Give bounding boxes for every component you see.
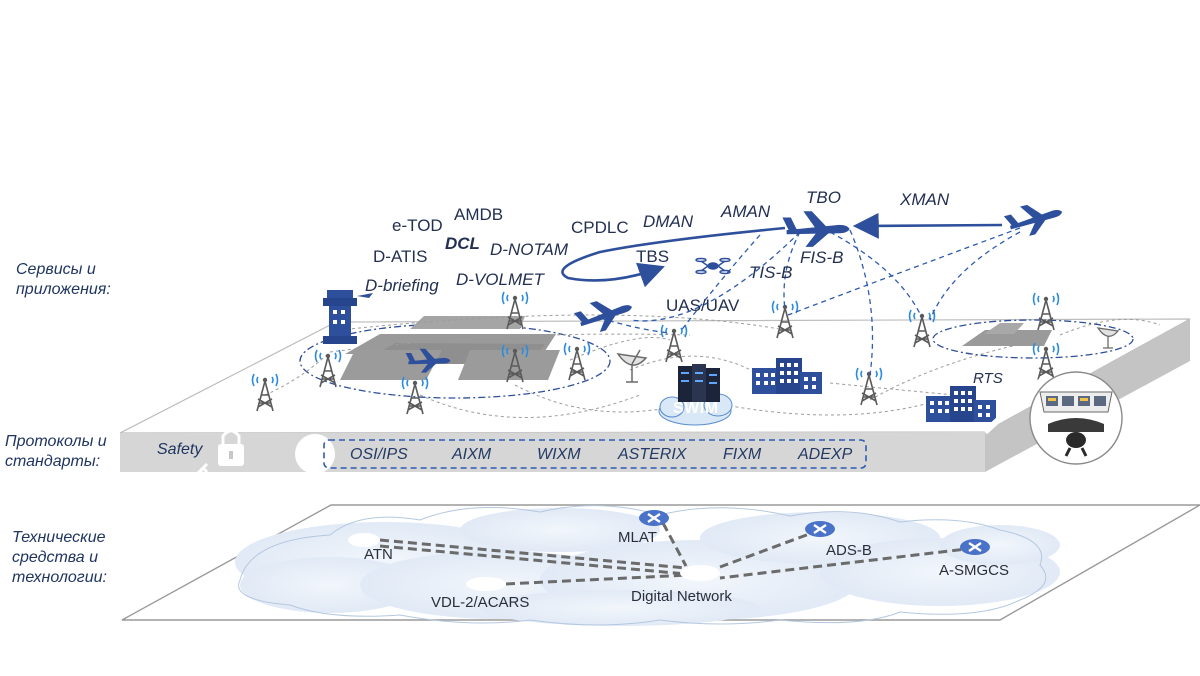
protocol-adexp: ADEXP xyxy=(798,446,853,463)
technology-links xyxy=(379,522,976,586)
protocol-osi-ips: OSI/IPS xyxy=(350,446,408,463)
services-section-label: Сервисы и приложения: xyxy=(16,260,111,300)
rts-label: RTS xyxy=(973,370,1003,387)
uas-uav-label: UAS/UAV xyxy=(666,296,740,315)
cpdlc-label: CPDLC xyxy=(571,218,629,237)
airplane-icon-tbo xyxy=(782,211,850,247)
tbo-label: TBO xyxy=(806,188,841,207)
safety-label: Safety xyxy=(157,441,203,458)
d-atis-label: D-ATIS xyxy=(373,247,428,266)
tis-b-label: TIS-B xyxy=(749,263,793,282)
vdl2-acars-label: VDL-2/ACARS xyxy=(431,594,530,611)
technical-label-line3: технологии: xyxy=(12,569,107,586)
server-rack-icon xyxy=(678,364,720,402)
protocol-aixm: AIXM xyxy=(452,446,492,463)
a-smgcs-node-icon xyxy=(958,537,992,557)
d-volmet-label: D-VOLMET xyxy=(456,270,544,289)
atn-label: ATN xyxy=(364,546,393,563)
lock-icon xyxy=(195,429,244,477)
technical-label-line1: Технические xyxy=(12,529,106,546)
technical-label-line2: средства и xyxy=(12,549,99,566)
control-room-icon xyxy=(982,371,1123,465)
satellite-dish-icon-right xyxy=(1096,327,1120,349)
control-tower-icon xyxy=(323,290,373,344)
drone-icon xyxy=(695,257,731,275)
dman-label: DMAN xyxy=(643,212,694,231)
d-notam-label: D-NOTAM xyxy=(490,240,569,259)
services-label-line2: приложения: xyxy=(16,281,111,298)
platform-links xyxy=(264,314,1161,418)
protocols-box xyxy=(323,439,867,469)
protocols-label-line2: стандарты: xyxy=(5,453,101,470)
protocol-wixm: WIXM xyxy=(537,446,581,463)
ads-b-label: ADS-B xyxy=(826,542,872,559)
digital-network-label: Digital Network xyxy=(631,588,732,605)
services-label-line1: Сервисы и xyxy=(16,261,96,278)
technical-section-label: Технические средства и технологии: xyxy=(12,528,107,588)
protocol-fixm: FIXM xyxy=(723,446,762,463)
amdb-label: AMDB xyxy=(454,205,504,224)
protocols-section-label: Протоколы и стандарты: xyxy=(5,432,107,472)
aman-label: AMAN xyxy=(721,202,771,221)
a-smgcs-label: A-SMGCS xyxy=(939,562,1010,579)
air-links xyxy=(599,227,1021,376)
swim-label: SWIM xyxy=(673,400,719,417)
airport-area-left xyxy=(299,316,611,399)
tbs-label: TBS xyxy=(636,247,670,266)
satellite-dish-icon xyxy=(616,349,648,383)
mlat-label: MLAT xyxy=(618,529,657,546)
protocols-label-line1: Протоколы и xyxy=(5,433,107,450)
d-briefing-label: D-briefing xyxy=(365,276,439,295)
e-tod-label: e-TOD xyxy=(392,216,443,235)
technology-platform xyxy=(121,504,1200,626)
flow-arrows xyxy=(561,212,1003,288)
protocol-asterix: ASTERIX xyxy=(618,446,687,463)
mlat-node-icon xyxy=(637,508,671,528)
dcl-label: DCL xyxy=(445,234,480,253)
ads-b-node-icon xyxy=(803,519,837,539)
xman-label: XMAN xyxy=(900,190,950,209)
fis-b-label: FIS-B xyxy=(800,248,844,267)
protocol-bar-circle xyxy=(295,434,335,474)
airplane-icon-xman xyxy=(1002,197,1066,241)
technology-nodes xyxy=(348,533,720,591)
